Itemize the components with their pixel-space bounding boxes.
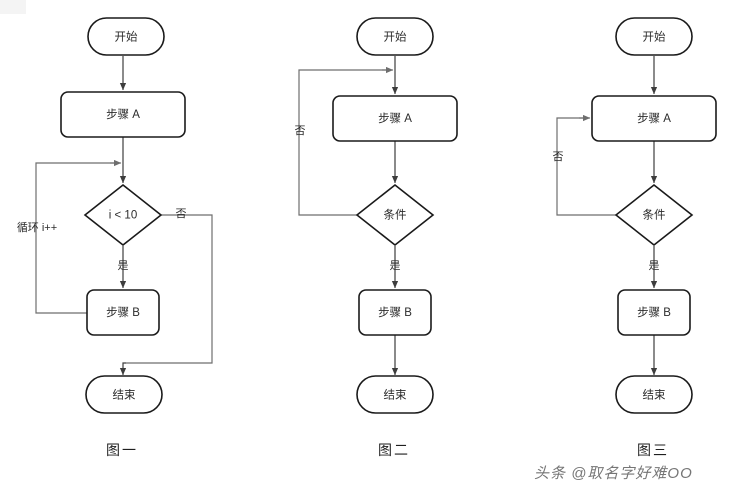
node-end-2[interactable] bbox=[356, 375, 434, 414]
node-step-b-2[interactable] bbox=[358, 289, 432, 336]
node-start-2[interactable] bbox=[356, 17, 434, 56]
node-decision-1[interactable] bbox=[83, 183, 163, 247]
edge-decision-no-2 bbox=[298, 69, 388, 216]
edge-label-yes-2: 是 bbox=[390, 259, 401, 272]
caption-diagram-1: 图一 bbox=[106, 442, 138, 458]
node-decision-3[interactable] bbox=[614, 183, 694, 247]
node-end-label-1: 结束 bbox=[113, 389, 136, 402]
node-start-label-1: 开始 bbox=[115, 30, 138, 44]
edge-label-no-1: 否 bbox=[176, 208, 187, 220]
edge-no-into-end-1 bbox=[119, 362, 127, 376]
node-start-1[interactable] bbox=[87, 17, 165, 56]
caption-diagram-3: 图三 bbox=[637, 442, 669, 458]
edge-label-loop-1: 循环 i++ bbox=[17, 221, 57, 234]
node-start-label-2: 开始 bbox=[384, 30, 407, 44]
edge-decision-no-3 bbox=[556, 117, 616, 216]
watermark-text: 头条 @取名字好难OO bbox=[534, 465, 693, 482]
node-start-3[interactable] bbox=[615, 17, 693, 56]
node-decision-2[interactable] bbox=[355, 183, 435, 247]
diagram-1: 开始 步骤 A i < 10 步骤 B 结束 是 否 循环 i++ bbox=[17, 17, 213, 414]
node-step-a-3[interactable] bbox=[591, 95, 717, 142]
node-step-b-3[interactable] bbox=[617, 289, 691, 336]
caption-diagram-2: 图二 bbox=[378, 442, 410, 458]
edge-label-no-2: 否 bbox=[295, 125, 306, 137]
node-end-1[interactable] bbox=[85, 375, 163, 414]
node-step-a-1[interactable] bbox=[60, 91, 186, 138]
diagram-3: 开始 步骤 A 条件 步骤 B 结束 是 否 bbox=[553, 17, 717, 414]
node-end-label-2: 结束 bbox=[384, 389, 407, 402]
node-step-a-label-1: 步骤 A bbox=[106, 108, 140, 121]
node-step-b-label-3: 步骤 B bbox=[637, 306, 671, 319]
node-decision-label-3: 条件 bbox=[643, 208, 666, 222]
node-step-b-1[interactable] bbox=[86, 289, 160, 336]
node-decision-label-1: i < 10 bbox=[109, 210, 137, 222]
edge-label-yes-1: 是 bbox=[118, 259, 129, 272]
edge-label-no-3: 否 bbox=[553, 151, 564, 163]
node-decision-label-2: 条件 bbox=[384, 208, 407, 222]
edge-loop-back-1 bbox=[35, 162, 116, 314]
node-step-a-2[interactable] bbox=[332, 95, 458, 142]
node-step-a-label-2: 步骤 A bbox=[378, 112, 412, 125]
node-end-3[interactable] bbox=[615, 375, 693, 414]
node-start-label-3: 开始 bbox=[643, 30, 666, 44]
node-step-b-label-1: 步骤 B bbox=[106, 306, 140, 319]
node-end-label-3: 结束 bbox=[643, 389, 666, 402]
edge-decision-no-1 bbox=[126, 214, 213, 364]
node-step-b-label-2: 步骤 B bbox=[378, 306, 412, 319]
diagram-2: 开始 步骤 A 条件 步骤 B 结束 是 否 bbox=[295, 17, 458, 414]
edge-label-yes-3: 是 bbox=[649, 259, 660, 272]
top-left-band bbox=[0, 0, 26, 14]
node-step-a-label-3: 步骤 A bbox=[637, 112, 671, 125]
